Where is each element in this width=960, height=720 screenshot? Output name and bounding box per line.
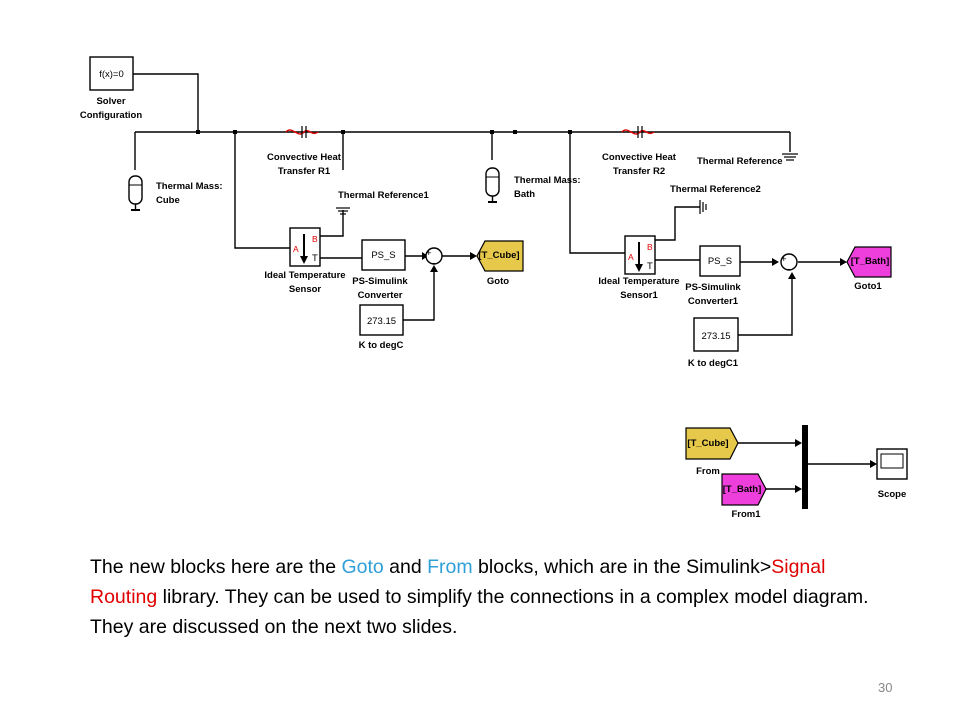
simulink-diagram: f(x)=0 Solver Configuration Thermal Mass… xyxy=(80,56,908,520)
conv-r2-label-line1: Convective Heat xyxy=(602,152,677,163)
thermal-reference1-block[interactable]: Thermal Reference1 xyxy=(336,170,430,215)
convective-heat-transfer-r1-block[interactable]: Convective Heat Transfer R1 xyxy=(267,126,342,177)
slide-caption: The new blocks here are the Goto and Fro… xyxy=(90,556,869,638)
from1-tag: [T_Bath] xyxy=(723,484,762,495)
thermal-ref-label: Thermal Reference xyxy=(697,156,783,167)
sensor-label-line1: Ideal Temperature xyxy=(264,270,345,281)
from1-block[interactable]: [T_Bath] From1 xyxy=(721,473,767,520)
sensor1-label-line1: Ideal Temperature xyxy=(598,276,679,287)
solver-expression: f(x)=0 xyxy=(99,69,124,80)
converter-text: PS_S xyxy=(371,250,395,261)
sum-plus-sign: + xyxy=(426,248,432,259)
from-block[interactable]: [T_Cube] From xyxy=(685,427,739,477)
mux-block[interactable] xyxy=(802,425,808,509)
goto-word: Goto xyxy=(341,556,384,578)
goto1-tag: [T_Bath] xyxy=(851,256,890,267)
from1-label: From1 xyxy=(731,509,761,520)
goto-tag: [T_Cube] xyxy=(478,250,519,261)
thermal-ref1-label: Thermal Reference1 xyxy=(338,190,430,201)
sensor-port-a: A xyxy=(293,244,299,254)
converter-label-line1: PS-Simulink xyxy=(352,276,408,287)
sensor1-port-b: B xyxy=(647,242,653,252)
convective-heat-transfer-r2-block[interactable]: Convective Heat Transfer R2 xyxy=(602,126,677,177)
sum-block[interactable]: + - xyxy=(425,247,443,269)
sensor-port-t: T xyxy=(312,253,318,264)
signal-wires xyxy=(403,252,877,493)
page-number: 30 xyxy=(878,680,893,695)
thermal-reference-block[interactable]: Thermal Reference xyxy=(697,153,798,167)
converter-label-line2: Converter xyxy=(358,290,403,301)
scope-block[interactable]: Scope xyxy=(876,448,908,500)
goto1-label: Goto1 xyxy=(854,281,882,292)
converter1-label-line2: Converter1 xyxy=(688,296,739,307)
ideal-temperature-sensor-block[interactable]: A B T Ideal Temperature Sensor xyxy=(264,227,346,295)
junction-dots xyxy=(196,130,572,134)
conv-r1-label-line2: Transfer R1 xyxy=(278,166,331,177)
solver-label-line2: Configuration xyxy=(80,110,142,121)
constant-k-to-degc-block[interactable]: 273.15 K to degC xyxy=(359,304,404,351)
goto-block[interactable]: [T_Cube] Goto xyxy=(476,240,524,287)
from-tag: [T_Cube] xyxy=(687,438,728,449)
sum1-plus-sign: + xyxy=(781,254,787,265)
conv-r1-label-line1: Convective Heat xyxy=(267,152,342,163)
from-label: From xyxy=(696,466,720,477)
thermal-ref2-label: Thermal Reference2 xyxy=(670,184,761,195)
thermal-reference2-block[interactable]: Thermal Reference2 xyxy=(670,184,761,214)
constant-label: K to degC xyxy=(359,340,404,351)
goto-label: Goto xyxy=(487,276,509,287)
ps-simulink-converter-block[interactable]: PS_S PS-Simulink Converter xyxy=(352,239,408,301)
ideal-temperature-sensor1-block[interactable]: A B T Ideal Temperature Sensor1 xyxy=(598,235,680,301)
goto1-block[interactable]: [T_Bath] Goto1 xyxy=(846,246,892,292)
mass-bath-label-line1: Thermal Mass: xyxy=(514,175,581,186)
signal-routing-word: Signal Routing xyxy=(90,556,826,608)
sensor1-port-a: A xyxy=(628,252,634,262)
thermal-mass-bath-block[interactable]: Thermal Mass: Bath xyxy=(485,167,581,203)
physical-wires xyxy=(133,73,791,261)
sensor-label-line2: Sensor xyxy=(289,284,322,295)
sensor-port-b: B xyxy=(312,234,318,244)
sum1-minus-sign: - xyxy=(787,264,790,275)
sensor1-label-line2: Sensor1 xyxy=(620,290,658,301)
mass-bath-label-line2: Bath xyxy=(514,189,535,200)
converter1-label-line1: PS-Simulink xyxy=(685,282,741,293)
mass-cube-label-line2: Cube xyxy=(156,195,180,206)
constant-value: 273.15 xyxy=(367,316,396,327)
solver-configuration-block[interactable]: f(x)=0 Solver Configuration xyxy=(80,56,142,121)
ps-simulink-converter1-block[interactable]: PS_S PS-Simulink Converter1 xyxy=(685,245,741,307)
solver-label-line1: Solver xyxy=(96,96,125,107)
mass-cube-label-line1: Thermal Mass: xyxy=(156,181,223,192)
converter1-text: PS_S xyxy=(708,256,732,267)
sum1-block[interactable]: + - xyxy=(780,253,798,275)
constant-k-to-degc1-block[interactable]: 273.15 K to degC1 xyxy=(688,317,739,369)
sensor1-port-t: T xyxy=(647,261,653,272)
sum-minus-sign: - xyxy=(432,258,435,269)
conv-r2-label-line2: Transfer R2 xyxy=(613,166,665,177)
scope-label: Scope xyxy=(878,489,907,500)
thermal-mass-cube-block[interactable]: Thermal Mass: Cube xyxy=(128,175,223,211)
from-word: From xyxy=(427,556,473,578)
constant1-label: K to degC1 xyxy=(688,358,739,369)
constant1-value: 273.15 xyxy=(701,331,730,342)
